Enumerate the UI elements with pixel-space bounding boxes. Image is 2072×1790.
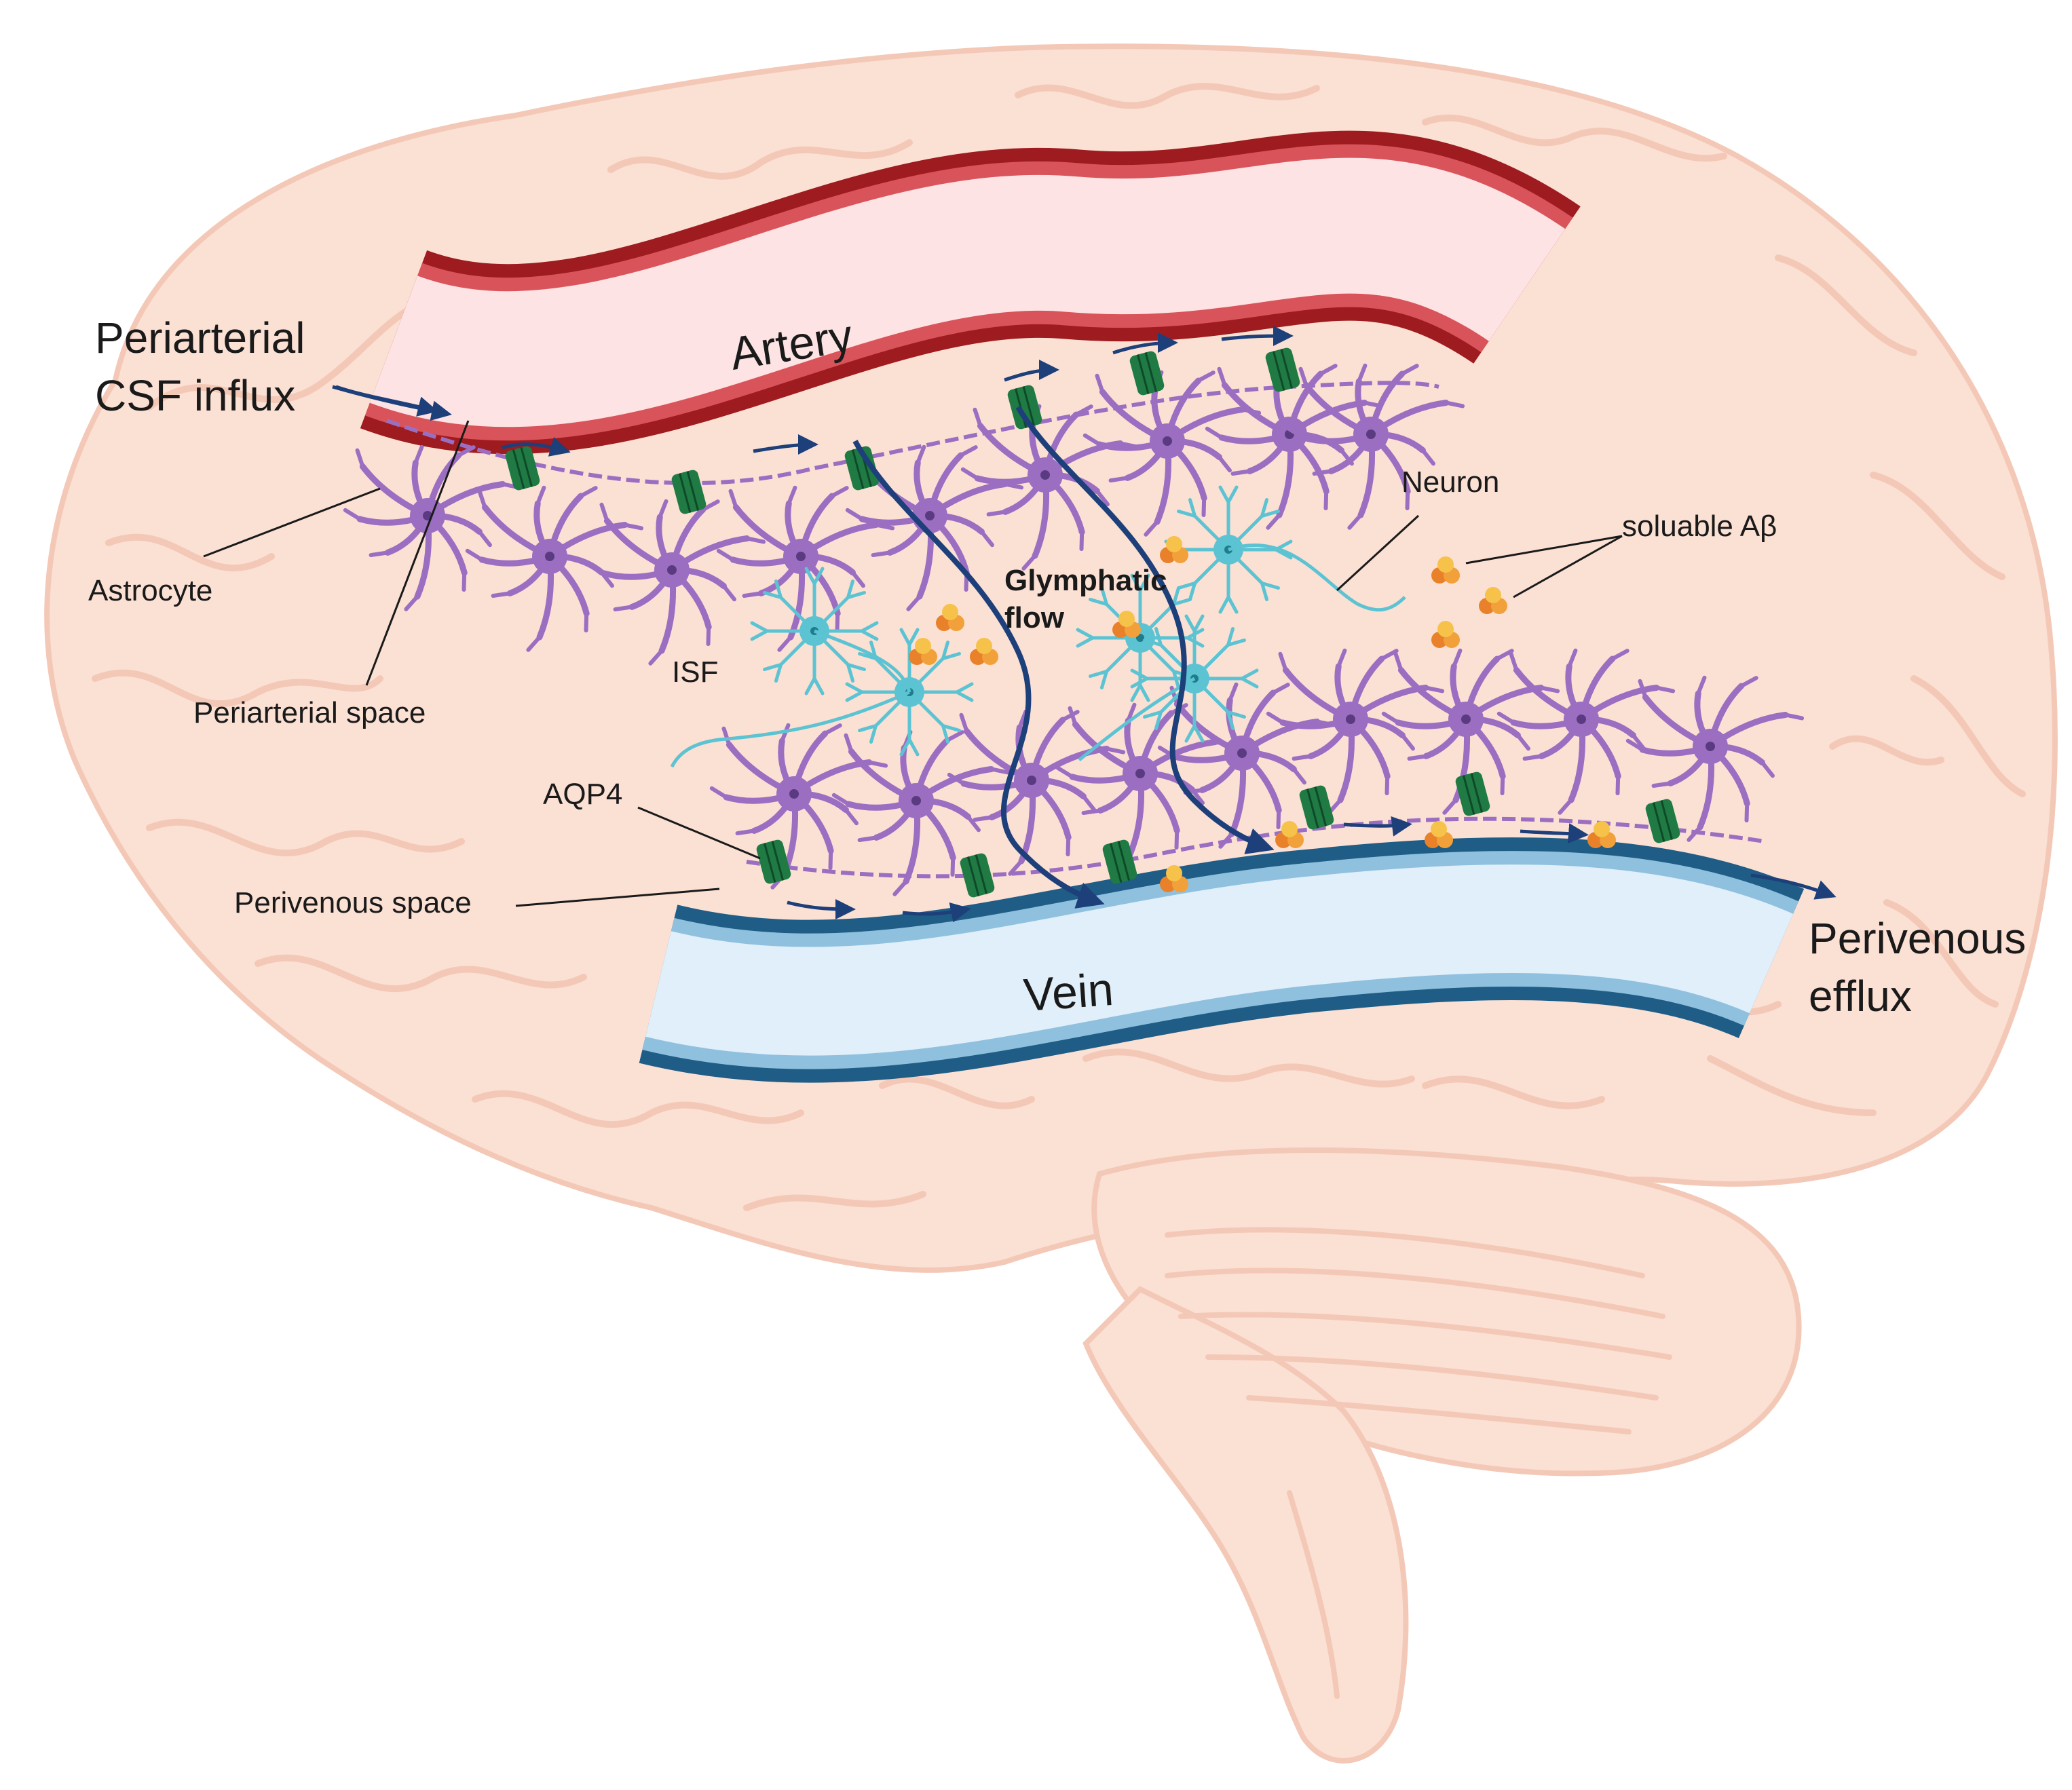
flow-arrow <box>1750 873 1836 900</box>
astrocyte-cell <box>343 444 522 611</box>
neurons-group <box>670 485 1406 768</box>
flow-arrow <box>502 436 571 457</box>
aqp4-channel <box>1299 785 1334 830</box>
flow-arrow <box>1004 360 1059 382</box>
efflux-label-line2: efflux <box>1809 972 1912 1021</box>
astrocyte-cell <box>1055 702 1235 869</box>
abeta-cluster <box>1479 587 1507 614</box>
abeta-cluster <box>1431 556 1460 584</box>
astrocyte-cell <box>1266 648 1445 815</box>
aqp4-channels-group <box>505 347 1680 898</box>
vein-label: Vein <box>1022 964 1115 1021</box>
abeta-leader-1 <box>1465 535 1623 565</box>
astrocyte-cell <box>1625 675 1805 842</box>
astrocyte-cell <box>1082 370 1262 537</box>
soluble-abeta-label: soluable Aβ <box>1622 510 1777 543</box>
axon <box>670 690 911 768</box>
perivenous-space-label: Perivenous space <box>234 886 472 919</box>
brainstem <box>1082 1286 1409 1764</box>
leader-lines <box>203 420 1623 907</box>
abeta-leader-2 <box>1513 535 1623 598</box>
neuron-cell <box>1130 614 1259 743</box>
abeta-cluster <box>1275 821 1304 848</box>
labels: Artery Vein Periarterial CSF influx Peri… <box>88 309 2026 1021</box>
astrocyte-leader <box>203 487 381 558</box>
aqp4-channel <box>844 446 880 491</box>
flow-arrow <box>1112 332 1178 355</box>
abeta-cluster <box>1587 821 1616 848</box>
glymphatic-flow-arrows <box>852 405 1275 909</box>
abeta-group <box>909 536 1616 892</box>
flow-arrow <box>902 902 971 923</box>
aqp4-channel <box>960 853 995 898</box>
neuron-leader <box>1336 514 1420 592</box>
aqp4-channel <box>1265 347 1300 392</box>
aqp4-channel <box>1129 351 1165 396</box>
aqp4-channel <box>505 446 540 491</box>
isf-label: ISF <box>672 655 718 689</box>
axon <box>1078 677 1196 761</box>
periarterial-space-label: Periarterial space <box>193 696 426 729</box>
aqp4-channel <box>1645 799 1680 843</box>
influx-label-line1: Periarterial <box>95 313 305 362</box>
vein-lumen <box>645 864 1794 1056</box>
abeta-cluster <box>1160 536 1188 563</box>
perivenous-space-leader <box>515 888 720 907</box>
axon <box>814 629 911 693</box>
influx-label-line2: CSF influx <box>95 371 295 420</box>
artery-lumen <box>369 157 1566 427</box>
abeta-cluster <box>1112 611 1141 638</box>
astrocyte-label: Astrocyte <box>88 574 212 607</box>
periarterial-space-leader <box>365 420 470 686</box>
abeta-cluster <box>1160 865 1188 892</box>
astrocyte-cell <box>1157 682 1336 849</box>
perivenous-endfeet-line <box>746 816 1765 879</box>
flow-arrow <box>787 898 856 919</box>
abeta-cluster <box>1431 621 1460 648</box>
flow-arrow <box>1343 816 1412 837</box>
artery-vessel <box>360 130 1581 455</box>
aqp4-channel <box>1455 772 1490 816</box>
abeta-cluster <box>1425 821 1453 848</box>
abeta-cluster <box>936 604 964 631</box>
aqp4-channel <box>671 470 707 514</box>
astrocyte-cell <box>587 499 766 666</box>
aqp4-channel <box>1102 839 1137 884</box>
astrocyte-cell <box>1286 363 1465 530</box>
abeta-cluster <box>970 638 998 665</box>
astrocyte-endfeet-lines <box>386 381 1765 879</box>
glymphatic-arrow <box>852 440 1105 909</box>
flow-arrow <box>1520 823 1589 844</box>
periarterial-endfeet-line <box>386 381 1439 486</box>
astrocyte-cell <box>1496 648 1676 815</box>
axon <box>1228 544 1406 612</box>
astrocyte-cell <box>1381 648 1560 815</box>
flow-arrow <box>1221 326 1294 347</box>
influx-arrow <box>332 385 452 421</box>
aqp4-channel <box>756 839 791 884</box>
vein-vessel <box>639 837 1805 1083</box>
glymphatic-arrow <box>1015 405 1275 854</box>
aqp4-leader <box>637 806 761 860</box>
glymphatic-label-line2: flow <box>1004 601 1065 634</box>
abeta-cluster <box>909 638 937 665</box>
astrocyte-cell <box>465 485 644 652</box>
astrocyte-cell <box>716 485 895 652</box>
flow-arrow <box>753 434 818 455</box>
efflux-label-line1: Perivenous <box>1809 914 2026 963</box>
aqp4-label: AQP4 <box>543 778 622 811</box>
glymphatic-label-line1: Glymphatic <box>1004 564 1167 597</box>
neuron-label: Neuron <box>1401 465 1499 499</box>
